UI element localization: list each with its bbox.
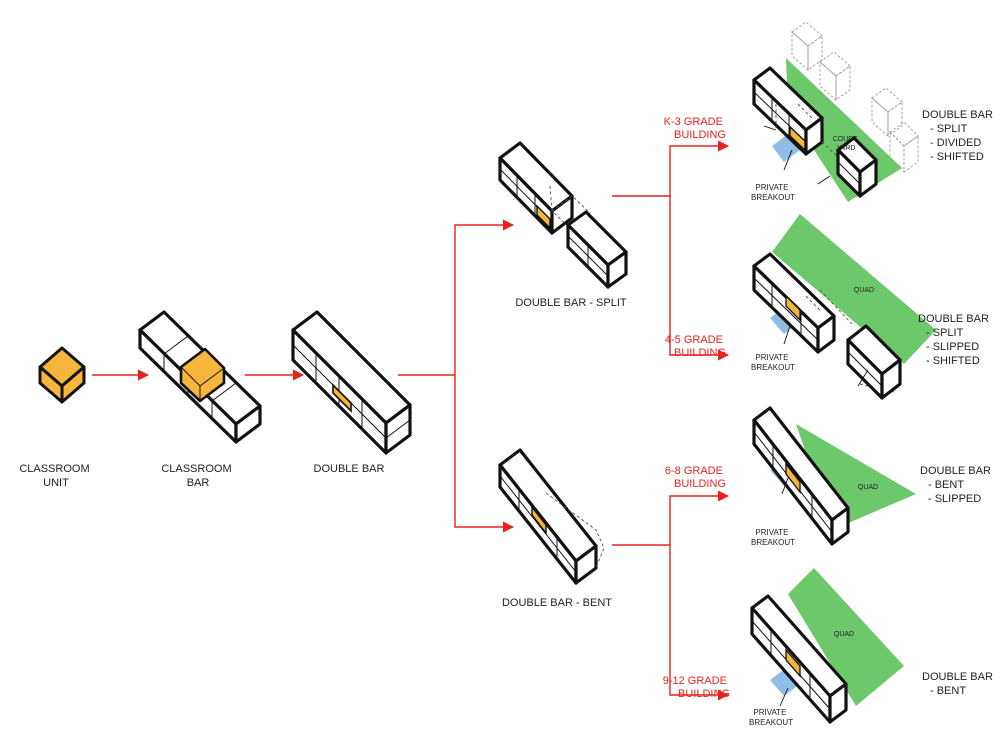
double-bar-label: DOUBLE BAR: [314, 463, 385, 475]
k3-space-label: COURT YARD: [833, 136, 860, 152]
grade68-space-label: QUAD: [858, 484, 878, 491]
classroom-bar-label: CLASSROOM BAR: [161, 463, 234, 489]
arrow-to-68: [612, 490, 730, 546]
split-label: DOUBLE BAR - SPLIT: [515, 297, 627, 309]
grade45-space-label: QUAD: [854, 287, 874, 294]
grade912-grade-label: 9-12 GRADE BUILDING: [663, 675, 730, 700]
arrow-to-45: [669, 196, 730, 361]
k3-building-block: [752, 21, 919, 202]
double-bar-block: [291, 310, 412, 455]
arrow-to-k3: [612, 140, 730, 197]
double-bar-bent-block: [498, 448, 605, 585]
grade45-scheme-label: DOUBLE BAR - SPLIT - SLIPPED - SHIFTED: [918, 313, 992, 367]
arrow-to-912: [669, 545, 730, 701]
grade912-breakout: [770, 668, 800, 696]
grade45-grade-label: 4-5 GRADE BUILDING: [665, 334, 726, 359]
grade45-quad: [772, 214, 936, 364]
bar-highlight-unit: [179, 347, 226, 403]
k3-scheme-label: DOUBLE BAR - SPLIT - DIVIDED - SHIFTED: [922, 109, 996, 163]
arrow-to-split: [398, 219, 515, 376]
grade68-building-block: [752, 406, 916, 546]
classroom-unit-label: CLASSROOM UNIT: [19, 463, 92, 489]
bent-label: DOUBLE BAR - BENT: [502, 597, 612, 609]
classroom-unit-block: [38, 346, 86, 404]
grade912-scheme-label: DOUBLE BAR - BENT: [922, 671, 996, 697]
unit-right: [60, 365, 86, 404]
arrow-to-bent: [454, 375, 515, 533]
k3-grade-label: K-3 GRADE BUILDING: [664, 116, 726, 141]
grade912-building-block: [750, 568, 904, 724]
grade45-building-block: [752, 214, 936, 400]
grade912-quad: [788, 568, 904, 706]
grade912-space-label: QUAD: [834, 631, 854, 638]
grade68-grade-label: 6-8 GRADE BUILDING: [665, 465, 726, 490]
k3-ghost-blocks: [791, 21, 919, 174]
double-bar-highlight-unit: [332, 383, 352, 413]
grade912-breakout-label: PRIVATE BREAKOUT: [749, 708, 793, 727]
grade68-breakout-label: PRIVATE BREAKOUT: [751, 528, 795, 547]
grade45-breakout-label: PRIVATE BREAKOUT: [751, 353, 795, 372]
double-bar-split-block: [498, 141, 628, 289]
k3-breakout-label: PRIVATE BREAKOUT: [751, 183, 795, 202]
classroom-bar-block: [138, 310, 262, 444]
grade68-scheme-label: DOUBLE BAR - BENT - SLIPPED: [920, 465, 994, 505]
